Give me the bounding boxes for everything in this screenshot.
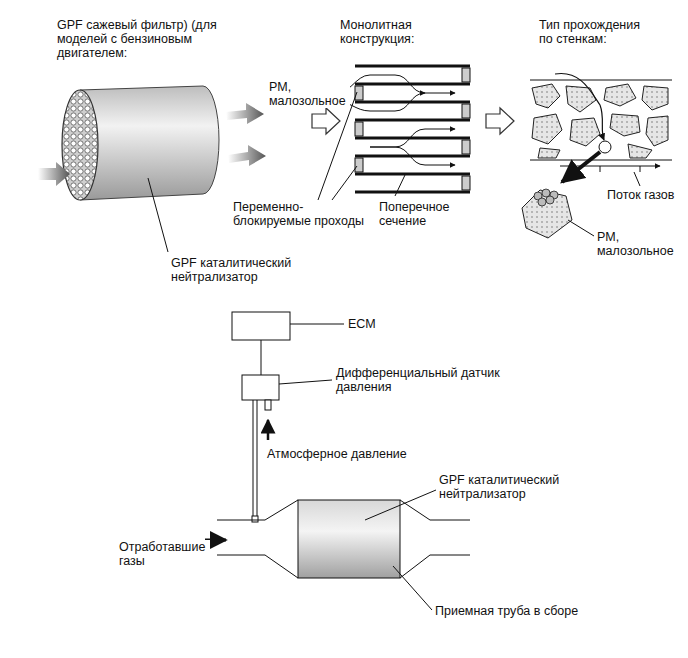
heading-label: GPF сажевый фильтр) (для моделей с бензи…	[56, 18, 248, 60]
part-label: Дифференциальный датчик давления	[335, 366, 517, 394]
part-label: Поток газов	[606, 188, 680, 202]
heading-label: Тип прохождения по стенкам:	[538, 18, 650, 46]
part-label: Приемная труба в сборе	[434, 604, 626, 618]
part-label: PM, малозольное	[596, 230, 682, 258]
part-label: Атмосферное давление	[266, 447, 448, 461]
part-label: Поперечное сечение	[378, 200, 460, 228]
part-label: Отработавшие газы	[118, 540, 210, 568]
part-label: ECM	[347, 317, 409, 331]
part-label: GPF каталитический нейтрализатор	[438, 473, 570, 501]
heading-label: Монолитная конструкция:	[339, 18, 461, 46]
part-label: PM, малозольное	[268, 80, 350, 108]
part-label: GPF каталитический нейтрализатор	[170, 256, 302, 284]
part-label: Переменно-блокируемые проходы	[232, 200, 376, 228]
